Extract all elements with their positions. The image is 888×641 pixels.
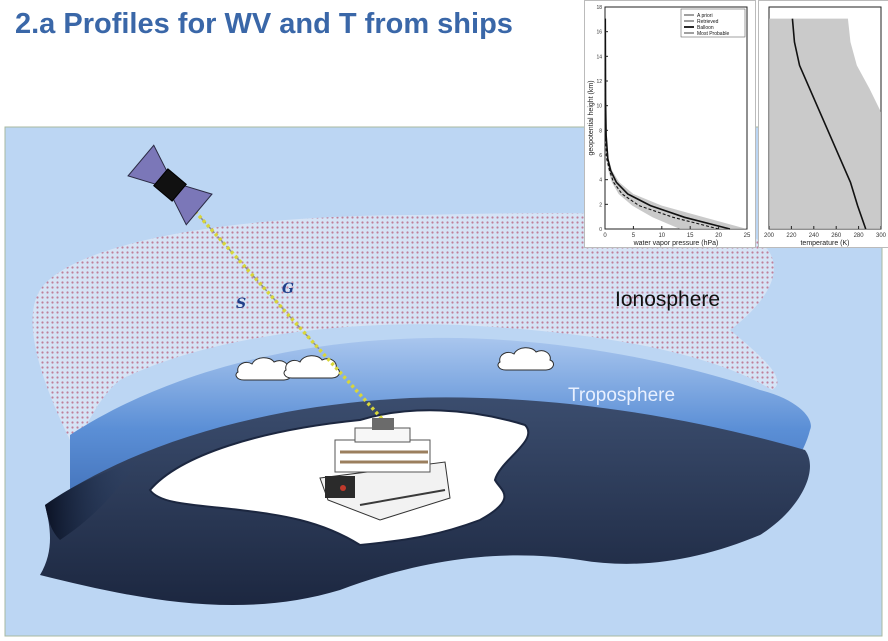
temperature-chart: 200 220 240 260 280 300 temperature (K)	[758, 0, 888, 248]
x-tick-label: 0	[603, 233, 607, 239]
legend-entry: Most Probable	[697, 31, 729, 37]
signal-path-line	[181, 196, 385, 422]
troposphere-label: Troposphere	[568, 385, 676, 406]
page-title: 2.a Profiles for WV and T from ships	[15, 8, 513, 40]
x-tick-label: 10	[658, 233, 665, 239]
legend-entry: A priori	[697, 13, 713, 19]
ionosphere-label: Ionosphere	[615, 288, 721, 311]
x-tick-label: 25	[744, 233, 751, 239]
legend-entry: Retrieved	[697, 19, 719, 25]
y-tick-label: 6	[599, 153, 602, 159]
cloud-icon	[283, 355, 340, 379]
x-tick-label: 20	[715, 233, 722, 239]
plot-frame	[604, 6, 748, 230]
y-tick-label: 8	[599, 128, 602, 134]
x-axis-label: temperature (K)	[800, 240, 849, 247]
satellite-icon	[127, 144, 213, 226]
x-tick-label: 240	[809, 233, 820, 239]
x-axis-label: water vapor pressure (hPa)	[633, 240, 719, 247]
earth-edge-shadow	[45, 460, 140, 540]
y-tick-label: 0	[599, 227, 602, 233]
x-tick-label: 15	[687, 233, 694, 239]
x-tick-label: 260	[831, 233, 842, 239]
series-line	[791, 18, 867, 230]
water-vapor-chart: 0 5 10 15 20 25 0 2 4 6 8 10 12 14 16 18 water vapor pre…	[584, 0, 756, 248]
y-tick-label: 18	[596, 5, 602, 11]
cloud-icon	[497, 347, 554, 371]
x-tick-label: 300	[876, 233, 887, 239]
x-tick-label: 220	[786, 233, 797, 239]
y-tick-label: 2	[599, 202, 602, 208]
series-line	[604, 18, 731, 230]
y-axis-label: geopotential height (km)	[588, 80, 595, 155]
legend-box	[680, 8, 746, 38]
y-tick-label: 16	[596, 30, 602, 36]
x-tick-label: 280	[854, 233, 865, 239]
y-tick-label: 12	[596, 79, 602, 85]
legend-entry: Balloon	[697, 25, 714, 31]
temperature-chart-svg: 200 220 240 260 280 300 temperature (K)	[764, 6, 887, 247]
cloud-icon	[235, 357, 292, 381]
y-tick-label: 14	[596, 54, 602, 60]
x-tick-label: 5	[632, 233, 636, 239]
series-line	[604, 18, 719, 230]
y-tick-label: 10	[596, 104, 602, 110]
ship-icon	[319, 418, 451, 521]
geometric-path-label: G	[282, 281, 294, 297]
y-tick-label: 4	[599, 178, 602, 184]
x-tick-label: 200	[764, 233, 775, 239]
slant-path-label: S	[236, 296, 247, 312]
ionosphere-layer	[32, 213, 778, 450]
water-vapor-chart-svg: 0 5 10 15 20 25 0 2 4 6 8 10 12 14 16 18 water vapor pre…	[588, 5, 751, 247]
